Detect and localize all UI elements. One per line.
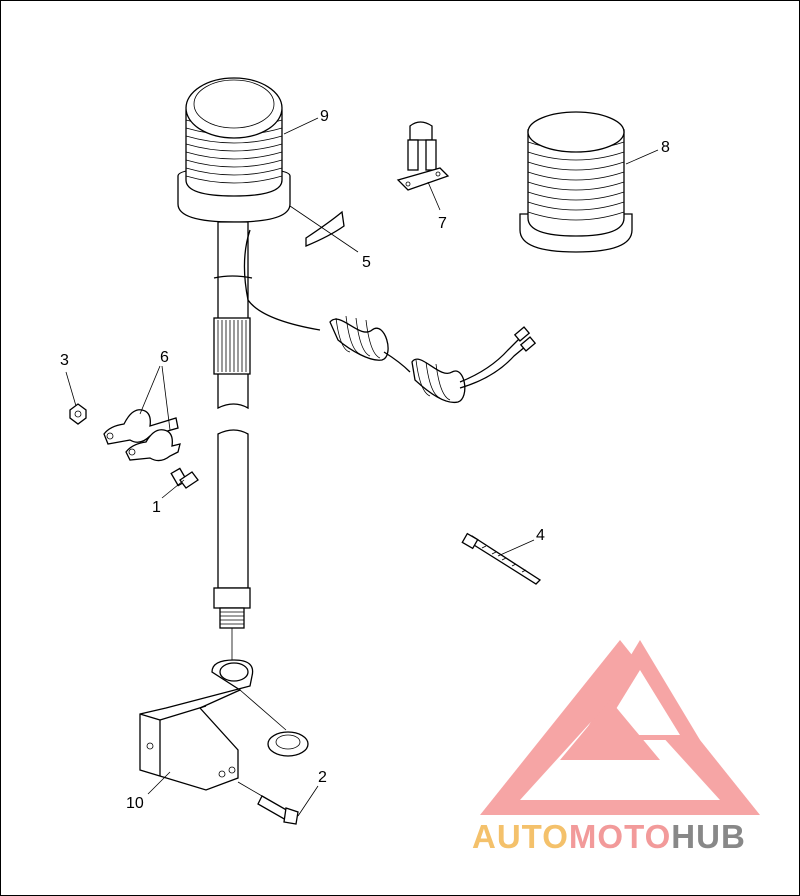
gasket-strip (305, 210, 345, 247)
brand-word-hub: HUB (671, 818, 746, 855)
leader-lines (65, 117, 659, 817)
pole-clamps (103, 409, 181, 462)
bulb (396, 121, 450, 191)
callout-5: 5 (362, 254, 371, 271)
callout-3: 3 (60, 352, 69, 369)
beacon-lens (519, 111, 633, 253)
brand-word-moto: MOTO (568, 818, 672, 855)
callout-10: 10 (126, 795, 144, 812)
hex-nut (69, 403, 87, 425)
mounting-bracket (139, 628, 309, 825)
brand-logo-icon (480, 640, 760, 815)
callout-7: 7 (438, 215, 447, 232)
beacon-light-assembly (177, 77, 537, 629)
callout-6: 6 (160, 349, 169, 366)
brand-watermark: AUTOMOTOHUB (472, 818, 746, 856)
callout-2: 2 (318, 769, 327, 786)
callout-9: 9 (320, 108, 329, 125)
bolt-small (170, 467, 199, 489)
callout-8: 8 (661, 139, 670, 156)
brand-word-auto: AUTO (472, 818, 569, 855)
cable-tie (461, 532, 542, 585)
callout-4: 4 (536, 527, 545, 544)
callout-1: 1 (152, 499, 161, 516)
